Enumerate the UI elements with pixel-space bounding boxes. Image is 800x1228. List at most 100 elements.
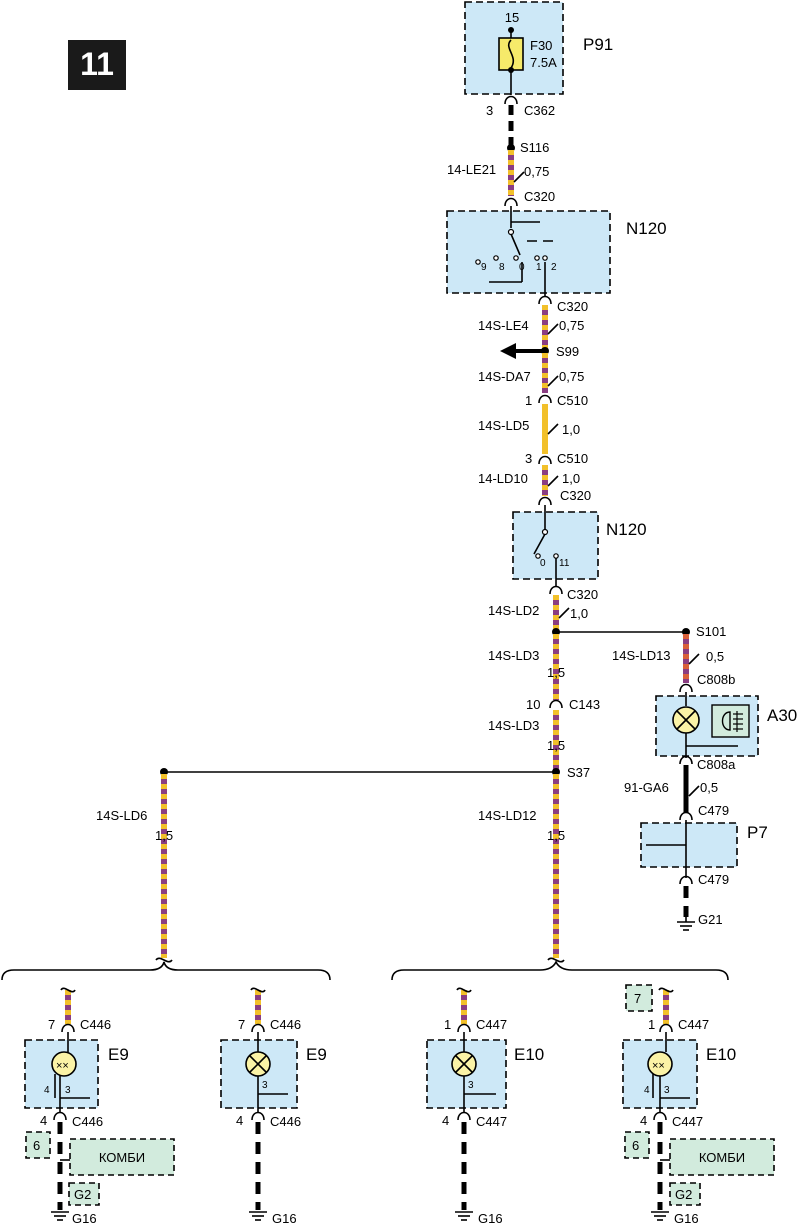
page-number: 11 <box>80 46 114 82</box>
conn-c320-top-out: C320 <box>557 299 588 314</box>
ref-g2-right: G2 <box>675 1187 692 1202</box>
wire-14-le21: 14-LE21 <box>447 162 496 177</box>
ref-7-right: 7 <box>634 991 641 1006</box>
lamp-e10-right: 1 C447 E10 ×× 4 3 4 C447 G16 <box>622 987 736 1226</box>
arrow-left-icon <box>500 343 516 359</box>
n120-top-pos-9: 9 <box>481 262 487 273</box>
svg-text:4: 4 <box>40 1113 47 1128</box>
wire-14s-ld3-a: 14S-LD3 <box>488 648 539 663</box>
brace-right <box>391 960 729 981</box>
n120-top-pos-8: 8 <box>499 262 505 273</box>
splice-s37: S37 <box>567 765 590 780</box>
n120-mid-code: N120 <box>606 520 647 539</box>
n120-top-code: N120 <box>626 219 667 238</box>
conn-c320-mid-out: C320 <box>567 587 598 602</box>
wire-14s-ld6-gauge: 1,5 <box>155 828 173 843</box>
svg-text:1: 1 <box>444 1017 451 1032</box>
conn-c510-b: C510 <box>557 451 588 466</box>
ref-kombi-right-box <box>669 1138 775 1176</box>
svg-text:4: 4 <box>644 1085 650 1096</box>
p91-code: P91 <box>583 35 613 54</box>
ref-6-right-box <box>624 1131 650 1159</box>
wire-14s-da7-gauge: 0,75 <box>559 369 584 384</box>
svg-text:1: 1 <box>648 1017 655 1032</box>
ground-g21-icon <box>677 917 695 931</box>
wire-14s-ld13: 14S-LD13 <box>612 648 671 663</box>
conn-c510-a: C510 <box>557 393 588 408</box>
svg-text:E9: E9 <box>108 1045 129 1064</box>
p7-code: P7 <box>747 823 768 842</box>
svg-text:3: 3 <box>65 1085 71 1096</box>
wire-14s-ld3-b-gauge: 1,5 <box>547 738 565 753</box>
splice-s116: S116 <box>520 140 549 155</box>
svg-text:E10: E10 <box>706 1045 736 1064</box>
conn-c808a: C808a <box>697 757 736 772</box>
brace-left <box>1 961 331 981</box>
lamp-e9-right: 7 C446 E9 3 4 C446 G16 <box>220 987 327 1226</box>
c143-pin: 10 <box>526 697 540 712</box>
ref-kombi-right: КОМБИ <box>699 1150 745 1165</box>
wire-14s-ld2: 14S-LD2 <box>488 603 539 618</box>
wire-14s-ld12: 14S-LD12 <box>478 808 537 823</box>
svg-text:G16: G16 <box>272 1211 297 1226</box>
n120-mid-pos-11: 11 <box>559 558 570 569</box>
svg-text:C447: C447 <box>476 1114 507 1129</box>
ref-g2-left-box <box>68 1182 100 1206</box>
wire-14s-ld3-b: 14S-LD3 <box>488 718 539 733</box>
wire-14s-ld3-a-gauge: 1,5 <box>547 665 565 680</box>
svg-text:G16: G16 <box>72 1211 97 1226</box>
svg-text:7: 7 <box>48 1017 55 1032</box>
svg-text:C447: C447 <box>476 1017 507 1032</box>
ref-6-left-box <box>25 1131 51 1159</box>
c510-a-pin: 1 <box>525 393 532 408</box>
splice-s101: S101 <box>696 624 726 639</box>
svg-text:C446: C446 <box>270 1114 301 1129</box>
svg-text:4: 4 <box>442 1113 449 1128</box>
a30-code: A30 <box>767 706 797 725</box>
wire-14-le21-gauge: 0,75 <box>524 164 549 179</box>
svg-text:××: ×× <box>56 1060 69 1072</box>
wire-14-ld10-gauge: 1,0 <box>562 471 580 486</box>
lamp-e10-left: 1 C447 E10 3 4 C447 G16 <box>426 987 544 1226</box>
ref-7-right-box <box>625 984 653 1012</box>
wire-14s-le4: 14S-LE4 <box>478 318 529 333</box>
svg-text:4: 4 <box>640 1113 647 1128</box>
conn-c320-top-in: C320 <box>524 189 555 204</box>
fuse-f30-label: F30 <box>530 38 552 53</box>
n120-mid-pos-0: 0 <box>540 558 546 569</box>
svg-text:4: 4 <box>236 1113 243 1128</box>
svg-text:C447: C447 <box>672 1114 703 1129</box>
p91-pin-3: 3 <box>486 103 493 118</box>
ref-6-left: 6 <box>33 1138 40 1153</box>
headlight-indicator-icon <box>711 704 750 738</box>
wire-14s-ld5-gauge: 1,0 <box>562 422 580 437</box>
ref-kombi-left-box <box>69 1138 175 1176</box>
svg-text:3: 3 <box>262 1080 268 1091</box>
n120-top-box <box>446 210 611 294</box>
fuse-f30-rating: 7.5A <box>530 55 557 70</box>
c510-b-pin: 3 <box>525 451 532 466</box>
svg-text:C447: C447 <box>678 1017 709 1032</box>
svg-text:G16: G16 <box>478 1211 503 1226</box>
wire-91-ga6-gauge: 0,5 <box>700 780 718 795</box>
ground-g21: G21 <box>698 912 723 927</box>
conn-c808b: C808b <box>697 672 735 687</box>
svg-text:3: 3 <box>664 1085 670 1096</box>
wire-14s-da7: 14S-DA7 <box>478 369 531 384</box>
svg-text:E10: E10 <box>514 1045 544 1064</box>
svg-text:C446: C446 <box>80 1017 111 1032</box>
ref-g2-left: G2 <box>74 1187 91 1202</box>
wire-14s-le4-gauge: 0,75 <box>559 318 584 333</box>
ref-6-right: 6 <box>632 1138 639 1153</box>
n120-top-pos-1: 1 <box>536 262 542 273</box>
wire-91-ga6: 91-GA6 <box>624 780 669 795</box>
wire-14s-ld5: 14S-LD5 <box>478 418 529 433</box>
wire-14s-ld12-gauge: 1,5 <box>547 828 565 843</box>
svg-text:G16: G16 <box>674 1211 699 1226</box>
svg-text:7: 7 <box>238 1017 245 1032</box>
svg-text:3: 3 <box>468 1080 474 1091</box>
splice-s99: S99 <box>556 344 579 359</box>
conn-c143: C143 <box>569 697 600 712</box>
ref-kombi-left: КОМБИ <box>99 1150 145 1165</box>
wire-14s-ld13-gauge: 0,5 <box>706 649 724 664</box>
